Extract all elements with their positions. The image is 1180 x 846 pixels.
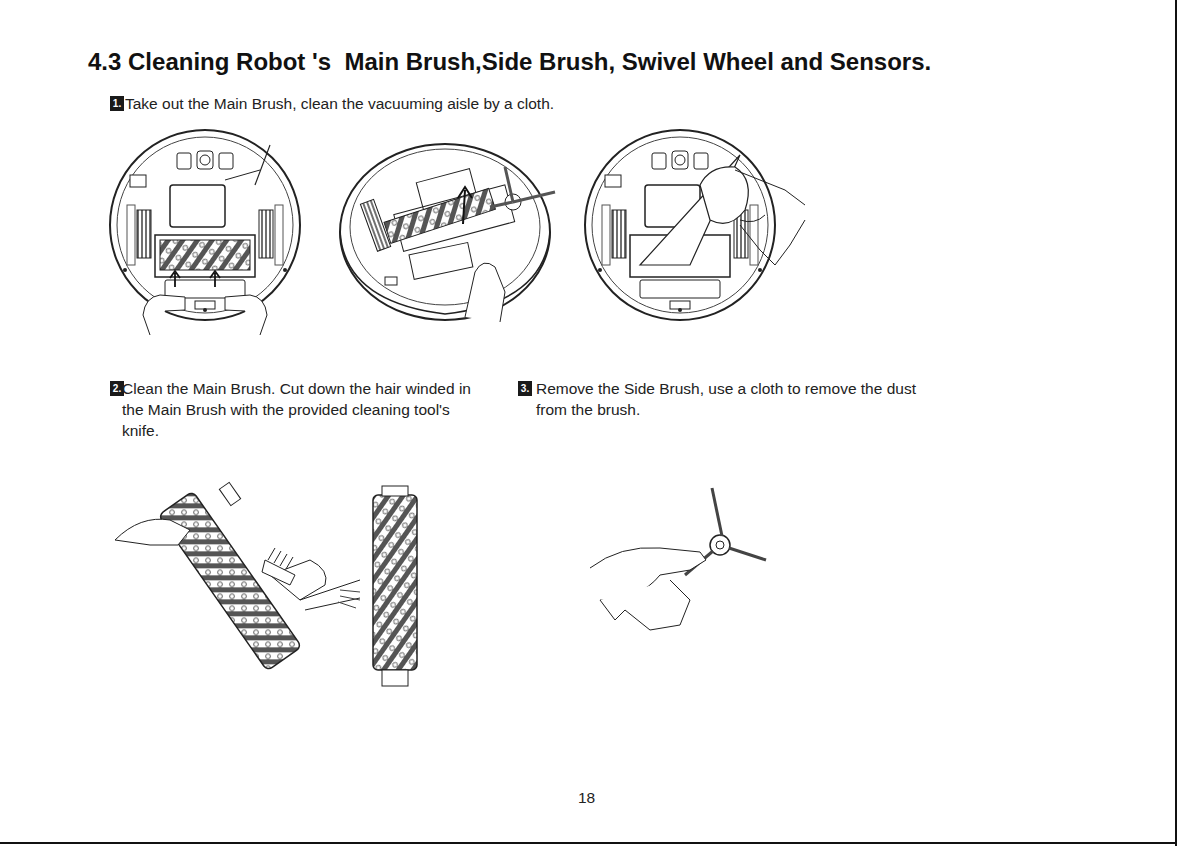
side-brush-cloth-part (729, 548, 766, 560)
page-number: 18 (578, 787, 638, 808)
page-title: 4.3 Cleaning Robot 's Main Brush,Side Br… (88, 48, 931, 76)
side-brush-cloth (590, 488, 766, 630)
robot-bottom-3 (585, 130, 805, 320)
robot-bottom-1-part (110, 130, 300, 320)
robot-bottom-3-part (740, 215, 765, 222)
step-number: 1. (113, 98, 121, 109)
robot-tilted-2-part (350, 149, 540, 305)
robot-bottom-1-part (255, 145, 270, 185)
robot-tilted-2-part (490, 167, 555, 207)
robot-tilted-2-part (465, 263, 505, 322)
main-brush-hand-cleaning-part (219, 482, 240, 505)
robot-bottom-3-part (700, 167, 748, 224)
main-brush-clean-part (382, 670, 408, 686)
robot-bottom-1-part (225, 295, 267, 335)
main-brush-hand-cleaning-part (262, 560, 295, 585)
main-brush-clean-part (373, 495, 417, 670)
main-brush-hand-cleaning-part (338, 590, 360, 608)
robot-bottom-1-part (210, 271, 220, 287)
robot-bottom-1-part (160, 240, 250, 270)
step-badge: 1. (110, 96, 124, 111)
step-badge: 2. (110, 381, 124, 396)
side-brush-cloth-part (600, 580, 690, 630)
robot-bottom-3-part (585, 130, 775, 320)
main-brush-hand-cleaning (115, 482, 360, 670)
step-instruction: Take out the Main Brush, clean the vacuu… (125, 93, 825, 114)
robot-tilted-2-part (384, 188, 495, 243)
robot-tilted-2-part (458, 187, 472, 224)
robot-bottom-1 (110, 130, 300, 335)
step-instruction: Remove the Side Brush, use a cloth to re… (536, 378, 916, 420)
robot-bottom-1-part (143, 295, 185, 335)
side-brush-cloth-part (712, 488, 722, 536)
step-instruction: Clean the Main Brush. Cut down the hair … (122, 378, 472, 441)
robot-tilted-2-part (385, 277, 397, 285)
page-border-part (0, 842, 1176, 844)
main-brush-hand-cleaning-part (115, 519, 190, 545)
robot-bottom-3-part (735, 170, 805, 265)
page-border-part (1175, 0, 1177, 846)
main-brush-hand-cleaning-part (268, 548, 293, 569)
robot-tilted-2-part (360, 199, 390, 251)
robot-tilted-2 (340, 144, 555, 322)
robot-tilted-2-part (409, 243, 473, 280)
step-badge: 3. (518, 381, 532, 396)
robot-tilted-2-part (340, 232, 550, 314)
robot-bottom-1-part (225, 170, 260, 180)
step-number: 2. (113, 383, 121, 394)
robot-tilted-2-part (340, 144, 550, 320)
side-brush-cloth-part (716, 541, 724, 549)
robot-bottom-1-part (170, 271, 180, 287)
step-number: 3. (521, 383, 529, 394)
main-brush-clean-part (382, 486, 408, 496)
main-brush-clean (373, 486, 417, 686)
main-brush-hand-cleaning-part (300, 580, 360, 610)
